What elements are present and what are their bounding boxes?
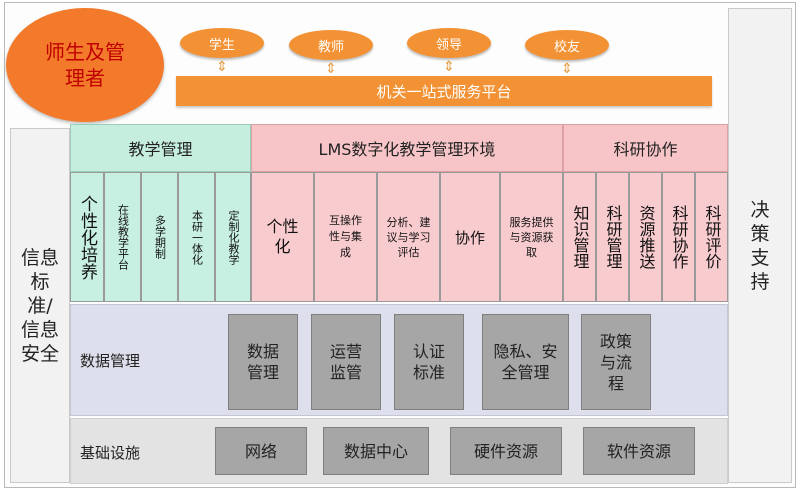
service-platform-bar: 机关一站式服务平台 [176,76,712,106]
lms-item: 个性化 [251,172,314,302]
research-item: 科研评价 [695,172,728,302]
infra-box-label: 硬件资源 [473,441,538,461]
infra-box-label: 网络 [244,441,277,461]
research-item-label: 资源推送 [636,205,656,269]
lms-item-label: 个性化 [266,217,299,256]
data-mgmt-box-label: 数据管理 [246,342,279,382]
data-mgmt-box-label: 运营监管 [329,342,362,382]
teaching-item: 本研一体化 [178,172,215,302]
lms-item: 协作 [440,172,500,302]
double-arrow-icon: ⇕ [325,61,337,77]
teaching-header: 教学管理 [70,124,251,172]
teaching-item: 定制化教学 [215,172,251,302]
users-circle-label: 师生及管理者 [45,40,125,90]
research-item: 科研管理 [596,172,629,302]
infra-box: 数据中心 [323,427,429,475]
data-mgmt-box: 隐私、安全管理 [482,314,569,410]
double-arrow-icon: ⇕ [443,59,455,75]
teaching-item: 在线教学平台 [104,172,141,302]
infra-box: 软件资源 [583,427,695,475]
double-arrow-icon: ⇕ [561,61,573,77]
role-teacher: 教师 [289,30,373,60]
lms-item-label: 互操作性与集成 [329,214,362,259]
right-side-label: 决策支持 [750,198,770,293]
lms-title: LMS数字化教学管理环境 [318,140,496,159]
data-mgmt-box: 数据管理 [228,314,298,410]
infra-box-label: 数据中心 [343,441,408,461]
role-alumni: 校友 [525,30,609,60]
research-item-label: 科研评价 [702,205,722,269]
role-student-label: 学生 [208,37,235,53]
data-management-label: 数据管理 [80,351,141,370]
role-leader: 领导 [407,28,491,58]
research-header: 科研协作 [563,124,728,172]
teaching-item-label: 本研一体化 [190,209,204,265]
lms-item: 服务提供与资源获取 [500,172,563,302]
teaching-item: 个性化培养 [70,172,104,302]
research-title: 科研协作 [613,140,678,159]
research-item: 科研协作 [662,172,695,302]
role-leader-label: 领导 [435,37,462,53]
infra-box: 网络 [215,427,307,475]
lms-item: 互操作性与集成 [314,172,377,302]
lms-item: 分析、建议与学习评估 [377,172,440,302]
infra-box: 硬件资源 [450,427,562,475]
infrastructure-label: 基础设施 [80,443,141,462]
data-mgmt-box-label: 认证标准 [412,342,445,382]
research-item-label: 科研管理 [603,205,623,269]
teaching-item: 多学期制 [141,172,178,302]
infra-box-label: 软件资源 [606,441,671,461]
users-circle: 师生及管理者 [6,8,164,122]
lms-item-label: 协作 [454,228,485,247]
data-mgmt-box-label: 隐私、安全管理 [493,342,558,382]
lms-item-label: 分析、建议与学习评估 [386,215,431,259]
lms-header: LMS数字化教学管理环境 [251,124,563,172]
double-arrow-icon: ⇕ [216,59,228,75]
left-side-panel: 信息标准/信息安全 [10,128,70,483]
data-mgmt-box: 认证标准 [394,314,464,410]
teaching-title: 教学管理 [128,140,193,159]
data-mgmt-box: 运营监管 [311,314,381,410]
data-mgmt-box: 政策与流程 [581,314,651,410]
teaching-item-label: 定制化教学 [227,209,240,265]
teaching-item-label: 多学期制 [153,215,167,259]
lms-item-label: 服务提供与资源获取 [509,215,554,259]
right-side-panel: 决策支持 [728,8,792,483]
data-mgmt-box-label: 政策与流程 [599,331,632,393]
left-side-label: 信息标准/信息安全 [21,246,60,365]
role-alumni-label: 校友 [553,39,580,55]
research-item-label: 知识管理 [570,205,590,269]
service-platform-label: 机关一站式服务平台 [376,82,512,101]
teaching-item-label: 在线教学平台 [116,204,130,270]
role-teacher-label: 教师 [317,39,344,55]
research-item: 资源推送 [629,172,662,302]
research-item: 知识管理 [563,172,596,302]
role-student: 学生 [180,28,264,58]
research-item-label: 科研协作 [669,205,689,269]
teaching-item-label: 个性化培养 [77,194,97,280]
